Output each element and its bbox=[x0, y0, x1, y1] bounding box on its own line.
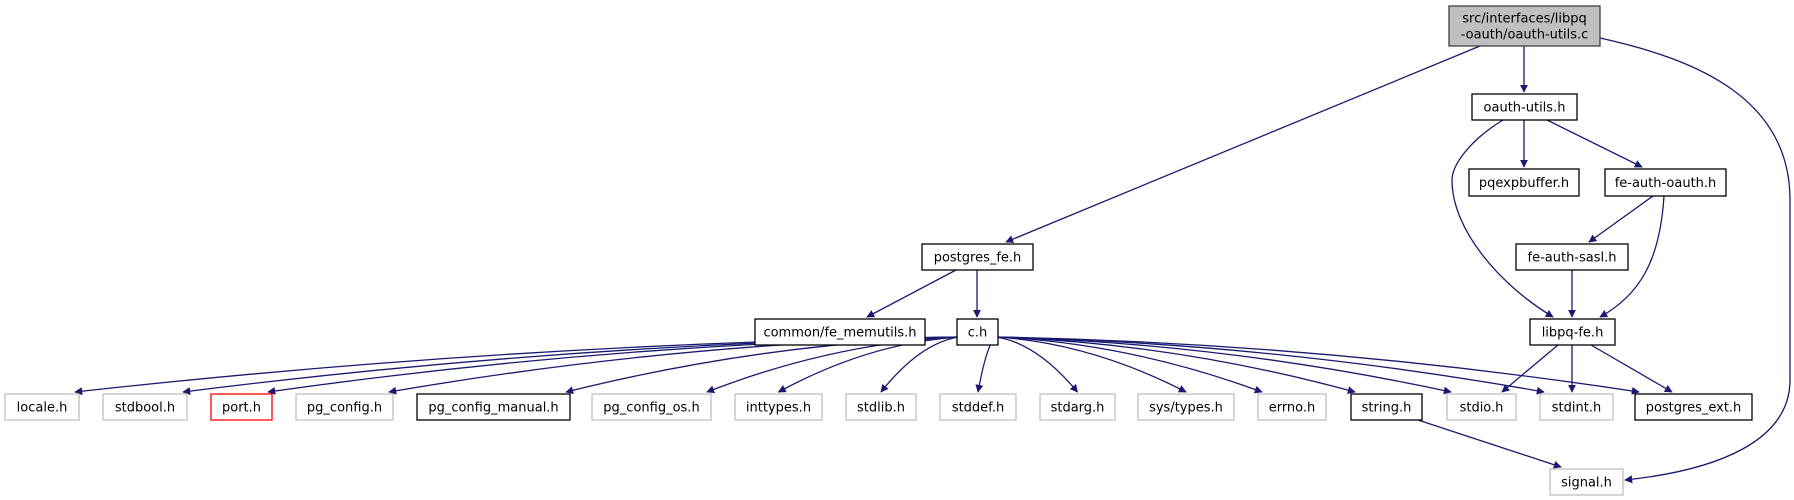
node-box bbox=[1446, 393, 1517, 421]
node-inttypes-h: inttypes.h bbox=[734, 393, 823, 421]
node-box bbox=[4, 393, 80, 421]
node-label: sys/types.h bbox=[1149, 401, 1223, 416]
node-box bbox=[956, 318, 999, 346]
node-label: stdlib.h bbox=[857, 401, 905, 416]
node-box bbox=[416, 393, 571, 421]
nodes-layer: src/interfaces/libpq-oauth/oauth-utils.c… bbox=[4, 5, 1753, 496]
node-box bbox=[1604, 168, 1727, 197]
node-box bbox=[754, 318, 926, 346]
node-label: stdbool.h bbox=[115, 401, 175, 416]
node-oauth-utils-h[interactable]: oauth-utils.h bbox=[1471, 93, 1578, 121]
edge-c-h-to-errno-h bbox=[995, 336, 1263, 394]
node-stddef-h: stddef.h bbox=[939, 393, 1017, 421]
node-label: errno.h bbox=[1269, 401, 1316, 416]
node-label: postgres_ext.h bbox=[1646, 401, 1742, 416]
node-box bbox=[1539, 393, 1614, 421]
node-postgres-ext-h[interactable]: postgres_ext.h bbox=[1634, 393, 1753, 421]
node-label: stdio.h bbox=[1460, 401, 1504, 416]
node-box bbox=[1448, 5, 1601, 47]
node-c-h[interactable]: c.h bbox=[956, 318, 999, 346]
node-stdbool-h: stdbool.h bbox=[102, 393, 188, 421]
node-label: common/fe_memutils.h bbox=[763, 326, 916, 341]
node-label: pg_config.h bbox=[307, 401, 382, 416]
node-box bbox=[734, 393, 823, 421]
node-label: locale.h bbox=[17, 401, 68, 416]
edge-c-h-to-stdarg-h bbox=[995, 336, 1079, 393]
node-stdarg-h: stdarg.h bbox=[1039, 393, 1116, 421]
edge-fe-auth-oauth-h-to-fe-auth-sasl-h bbox=[1588, 195, 1654, 243]
node-fe-memutils-h[interactable]: common/fe_memutils.h bbox=[754, 318, 926, 346]
node-postgres-fe-h[interactable]: postgres_fe.h bbox=[921, 243, 1034, 271]
node-label: signal.h bbox=[1561, 476, 1612, 491]
node-stdlib-h: stdlib.h bbox=[845, 393, 917, 421]
node-label: pg_config_os.h bbox=[603, 401, 699, 416]
node-box bbox=[295, 393, 394, 421]
node-box bbox=[1039, 393, 1116, 421]
edge-c-h-to-postgres-ext-h bbox=[995, 336, 1640, 395]
edge-root-to-postgres-fe-h bbox=[1005, 45, 1481, 243]
node-box bbox=[1257, 393, 1327, 421]
node-box bbox=[921, 243, 1034, 271]
edge-oauth-utils-h-to-libpq-fe-h bbox=[1451, 119, 1554, 318]
node-label: inttypes.h bbox=[746, 401, 811, 416]
node-label: pqexpbuffer.h bbox=[1479, 176, 1569, 191]
node-box bbox=[102, 393, 188, 421]
node-box bbox=[1634, 393, 1753, 421]
node-stdio-h: stdio.h bbox=[1446, 393, 1517, 421]
node-box bbox=[1137, 393, 1235, 421]
node-box bbox=[1468, 168, 1580, 197]
edge-libpq-fe-h-to-postgres-ext-h bbox=[1590, 344, 1673, 393]
edge-oauth-utils-h-to-fe-auth-oauth-h bbox=[1546, 119, 1643, 168]
node-box bbox=[1549, 468, 1624, 496]
node-signal-h: signal.h bbox=[1549, 468, 1624, 496]
node-fe-auth-sasl-h[interactable]: fe-auth-sasl.h bbox=[1515, 243, 1629, 271]
node-label: c.h bbox=[968, 326, 988, 341]
node-label: stdarg.h bbox=[1051, 401, 1105, 416]
node-label: pg_config_manual.h bbox=[428, 401, 558, 416]
node-sys-types-h: sys/types.h bbox=[1137, 393, 1235, 421]
edge-root-to-signal-h bbox=[1599, 37, 1791, 484]
edges-layer bbox=[74, 37, 1791, 484]
node-label: libpq-fe.h bbox=[1542, 326, 1604, 341]
edge-c-h-to-stdlib-h bbox=[880, 336, 960, 393]
edge-fe-auth-oauth-h-to-libpq-fe-h bbox=[1599, 195, 1665, 318]
node-box bbox=[591, 393, 712, 421]
node-label: fe-auth-oauth.h bbox=[1615, 176, 1717, 191]
edge-c-h-to-sys-types-h bbox=[995, 336, 1187, 393]
node-label: stddef.h bbox=[952, 401, 1004, 416]
node-pg-config-h: pg_config.h bbox=[295, 393, 394, 421]
edge-string-h-to-signal-h bbox=[1417, 419, 1562, 469]
node-label: string.h bbox=[1362, 401, 1412, 416]
node-string-h[interactable]: string.h bbox=[1350, 393, 1423, 421]
node-label: src/interfaces/libpq bbox=[1462, 12, 1586, 27]
node-fe-auth-oauth-h[interactable]: fe-auth-oauth.h bbox=[1604, 168, 1727, 197]
node-box bbox=[1515, 243, 1629, 271]
node-libpq-fe-h[interactable]: libpq-fe.h bbox=[1529, 318, 1616, 346]
node-box bbox=[845, 393, 917, 421]
node-label: postgres_fe.h bbox=[934, 251, 1022, 266]
edge-c-h-to-inttypes-h bbox=[777, 336, 960, 393]
node-pqexpbuffer-h[interactable]: pqexpbuffer.h bbox=[1468, 168, 1580, 197]
node-box bbox=[939, 393, 1017, 421]
node-box bbox=[1350, 393, 1423, 421]
edge-c-h-to-stdio-h bbox=[995, 336, 1452, 395]
node-stdint-h: stdint.h bbox=[1539, 393, 1614, 421]
node-box bbox=[210, 393, 273, 421]
node-label: -oauth/oauth-utils.c bbox=[1461, 28, 1589, 43]
node-label: fe-auth-sasl.h bbox=[1528, 251, 1617, 266]
edge-postgres-fe-h-to-fe-memutils-h bbox=[866, 269, 957, 318]
node-port-h: port.h bbox=[210, 393, 273, 421]
node-locale-h: locale.h bbox=[4, 393, 80, 421]
node-label: stdint.h bbox=[1552, 401, 1601, 416]
node-root-file[interactable]: src/interfaces/libpq-oauth/oauth-utils.c bbox=[1448, 5, 1601, 47]
node-box bbox=[1529, 318, 1616, 346]
node-box bbox=[1471, 93, 1578, 121]
node-label: port.h bbox=[222, 401, 261, 416]
node-pg-config-manual-h[interactable]: pg_config_manual.h bbox=[416, 393, 571, 421]
edge-c-h-to-pg-config-os-h bbox=[706, 336, 960, 394]
node-pg-config-os-h: pg_config_os.h bbox=[591, 393, 712, 421]
node-label: oauth-utils.h bbox=[1484, 101, 1566, 116]
node-errno-h: errno.h bbox=[1257, 393, 1327, 421]
edge-libpq-fe-h-to-stdio-h bbox=[1501, 344, 1559, 393]
